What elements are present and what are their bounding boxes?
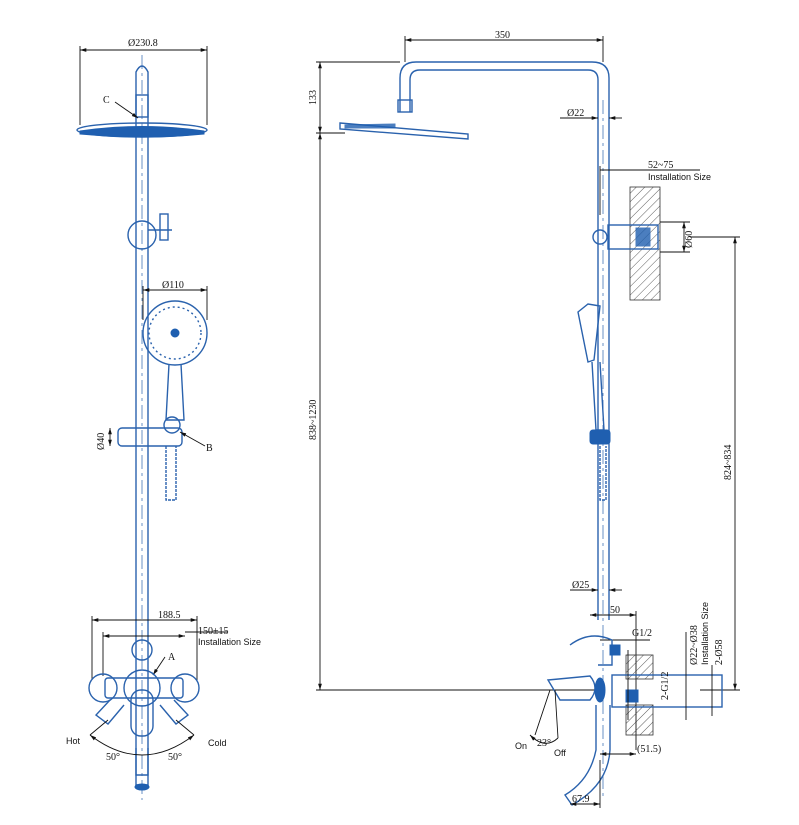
head-height-label: 133 [308,90,319,105]
shower-arm [399,61,610,620]
handshower-diameter-label: Ø110 [162,280,184,291]
hot-knob [88,673,118,703]
side-slider [589,429,611,445]
hand-shower-head [142,300,208,366]
install-spacing-label: 150±15 [198,626,229,637]
side-view: 350 133 838~1230 Ø22 52~75 Installation … [308,30,740,808]
pipe-top-diameter-label: Ø22 [567,108,584,119]
label-a: A [168,652,176,663]
slider-holder [117,427,183,447]
wall-section-bottom-lower [625,704,654,736]
slider-diameter-label: Ø40 [96,433,107,450]
wall-range-label: 52~75 [648,160,673,171]
bracket-height-label: 824~834 [723,445,734,480]
depth-label: (51.5) [637,744,661,755]
offset-50-label: 50 [610,605,620,616]
wall-install-label: Installation Size [648,172,711,182]
label-c: C [103,95,110,106]
head-diameter-label: Ø230.8 [128,38,158,49]
mixer-handle-hub [123,669,161,707]
thread-2g12-label: 2-G1/2 [660,672,671,700]
side-shower-head [339,122,469,140]
off-label: Off [554,748,566,758]
on-label: On [515,741,527,751]
angle-left-label: 50° [106,752,120,763]
mixer-width-label: 188.5 [158,610,181,621]
cold-label: Cold [208,738,227,748]
thread-g12-label: G1/2 [632,628,652,639]
inlet-pipe [611,674,723,708]
flange-diameter-label: Ø60 [684,231,695,248]
arm-length-label: 350 [495,30,510,41]
wall-bracket [127,220,157,250]
install-size-label: Installation Size [198,637,261,647]
pipe-bottom-diameter-label: Ø25 [572,580,589,591]
flange-2-diameter-label: 2-Ø58 [714,639,725,665]
label-b: B [206,443,213,454]
spout-depth-label: 67.9 [572,794,590,805]
pipe-install-label: Installation Size [700,602,710,665]
angle-23-label: 23° [537,738,551,749]
wall-section-top [629,186,661,301]
hot-label: Hot [66,736,81,746]
total-height-label: 838~1230 [308,400,319,440]
spout-outlet [134,783,150,791]
front-view: Ø230.8 C Ø110 Ø40 B 188.5 150±15 Install… [66,38,261,800]
cold-knob [170,673,200,703]
pipe-range-label: Ø22~Ø38 [689,625,700,665]
angle-right-label: 50° [168,752,182,763]
side-hand-shower [577,303,601,363]
